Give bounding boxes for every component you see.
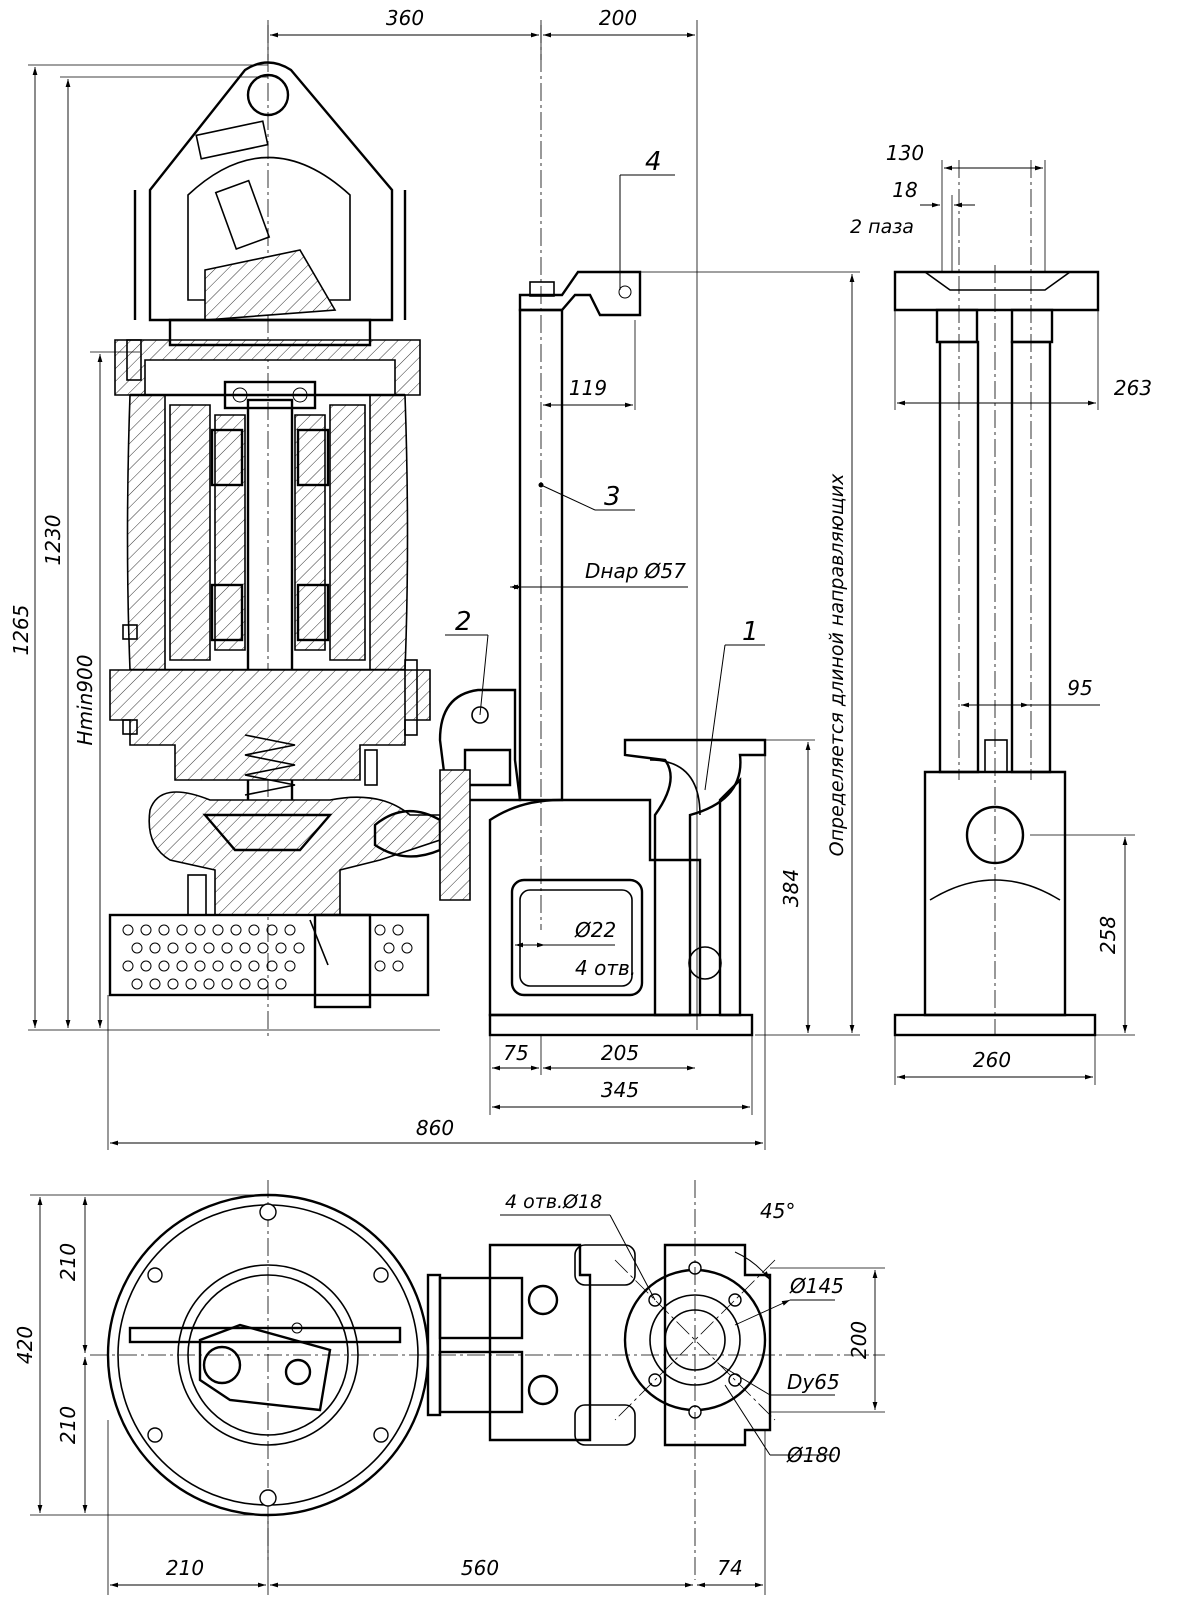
dim-119: 119 — [569, 376, 607, 400]
dim-210-bottom: 210 — [166, 1556, 204, 1580]
front-view-base — [438, 25, 767, 1037]
dim-860: 860 — [416, 1116, 454, 1140]
dim-1230: 1230 — [41, 515, 65, 566]
dim-258: 258 — [1096, 916, 1120, 954]
dim-345: 345 — [601, 1078, 639, 1102]
dim-holes-count: 4 отв. — [575, 956, 636, 980]
guide-length-note: Определяется длиной направляющих — [826, 473, 848, 856]
dim-384: 384 — [779, 869, 803, 907]
dim-hole-22: Ø22 — [574, 918, 616, 942]
dim-210-upper: 210 — [56, 1243, 80, 1281]
dim-95: 95 — [1067, 676, 1092, 700]
dimension-lines — [28, 20, 1135, 1595]
dim-18: 18 — [892, 178, 917, 202]
dim-360: 360 — [386, 6, 424, 30]
dim-180: Ø180 — [786, 1443, 841, 1467]
dim-200-top: 200 — [599, 6, 637, 30]
dim-263: 263 — [1114, 376, 1152, 400]
dim-420: 420 — [13, 1326, 37, 1364]
dim-1265: 1265 — [9, 605, 33, 656]
dim-130: 130 — [886, 141, 924, 165]
dim-hmin: Hmin900 — [73, 655, 97, 746]
dim-dy65: Dy65 — [787, 1370, 840, 1394]
dim-slots: 2 паза — [850, 216, 914, 238]
item-callouts: 1 2 3 4 — [455, 147, 759, 647]
dim-260: 260 — [973, 1048, 1011, 1072]
callout-4: 4 — [645, 147, 662, 177]
side-view — [893, 160, 1100, 1037]
callout-1: 1 — [742, 617, 759, 647]
dim-74: 74 — [717, 1556, 742, 1580]
front-view-pump — [108, 25, 442, 1040]
dim-560: 560 — [461, 1556, 499, 1580]
dim-45deg: 45° — [760, 1199, 795, 1223]
dim-75: 75 — [503, 1041, 528, 1065]
dim-200-flange: 200 — [847, 1321, 871, 1359]
dim-210-lower: 210 — [56, 1406, 80, 1444]
strainer-holes — [122, 924, 413, 990]
dim-pipe-diameter: Dнар Ø57 — [585, 559, 686, 583]
dim-205: 205 — [601, 1041, 639, 1065]
callout-2: 2 — [455, 607, 472, 637]
plan-view — [90, 1180, 885, 1580]
dimension-labels: 360 200 1265 1230 Hmin900 119 Dнар Ø57 О… — [9, 6, 1152, 1580]
dim-145: Ø145 — [789, 1274, 844, 1298]
callout-3: 3 — [604, 482, 621, 512]
dim-flange-holes: 4 отв.Ø18 — [505, 1191, 602, 1213]
